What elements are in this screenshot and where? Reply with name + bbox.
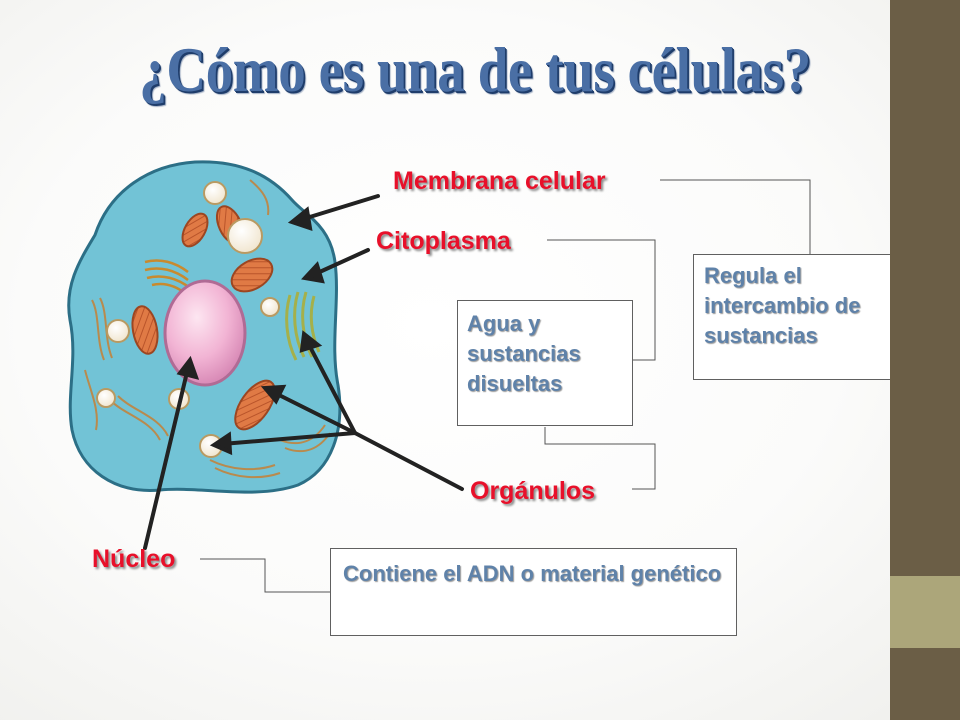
box-agua-text: Agua y sustancias disueltas xyxy=(467,311,581,396)
mitochondrion-icon xyxy=(131,305,159,355)
pointer-arrows xyxy=(143,194,464,550)
connector-lines xyxy=(200,179,811,593)
nucleus-icon xyxy=(163,279,247,387)
label-organulos: Orgánulos xyxy=(470,477,596,505)
box-regula-text: Regula el intercambio de sustancias xyxy=(704,263,861,348)
reticulum-strands xyxy=(84,179,331,479)
label-nucleo: Núcleo xyxy=(92,545,176,573)
mitochondrion-icon xyxy=(234,379,276,431)
box-agua: Agua y sustancias disueltas xyxy=(457,300,633,426)
vesicle-icon xyxy=(260,297,280,317)
label-membrana-celular: Membrana celular xyxy=(393,167,606,195)
box-adn: Contiene el ADN o material genético xyxy=(330,548,737,636)
mitochondrion-icon xyxy=(181,212,209,248)
box-adn-text: Contiene el ADN o material genético xyxy=(343,561,722,586)
side-accent xyxy=(890,576,960,648)
vesicle-icon xyxy=(96,388,116,408)
vesicle-icon xyxy=(227,218,263,254)
vesicle-icon xyxy=(106,319,130,343)
vesicle-icon xyxy=(203,181,227,205)
box-regula: Regula el intercambio de sustancias xyxy=(693,254,928,380)
label-citoplasma: Citoplasma xyxy=(376,227,511,255)
slide-title: ¿Cómo es una de tus células? xyxy=(139,34,811,105)
mitochondrion-icon xyxy=(230,257,274,293)
